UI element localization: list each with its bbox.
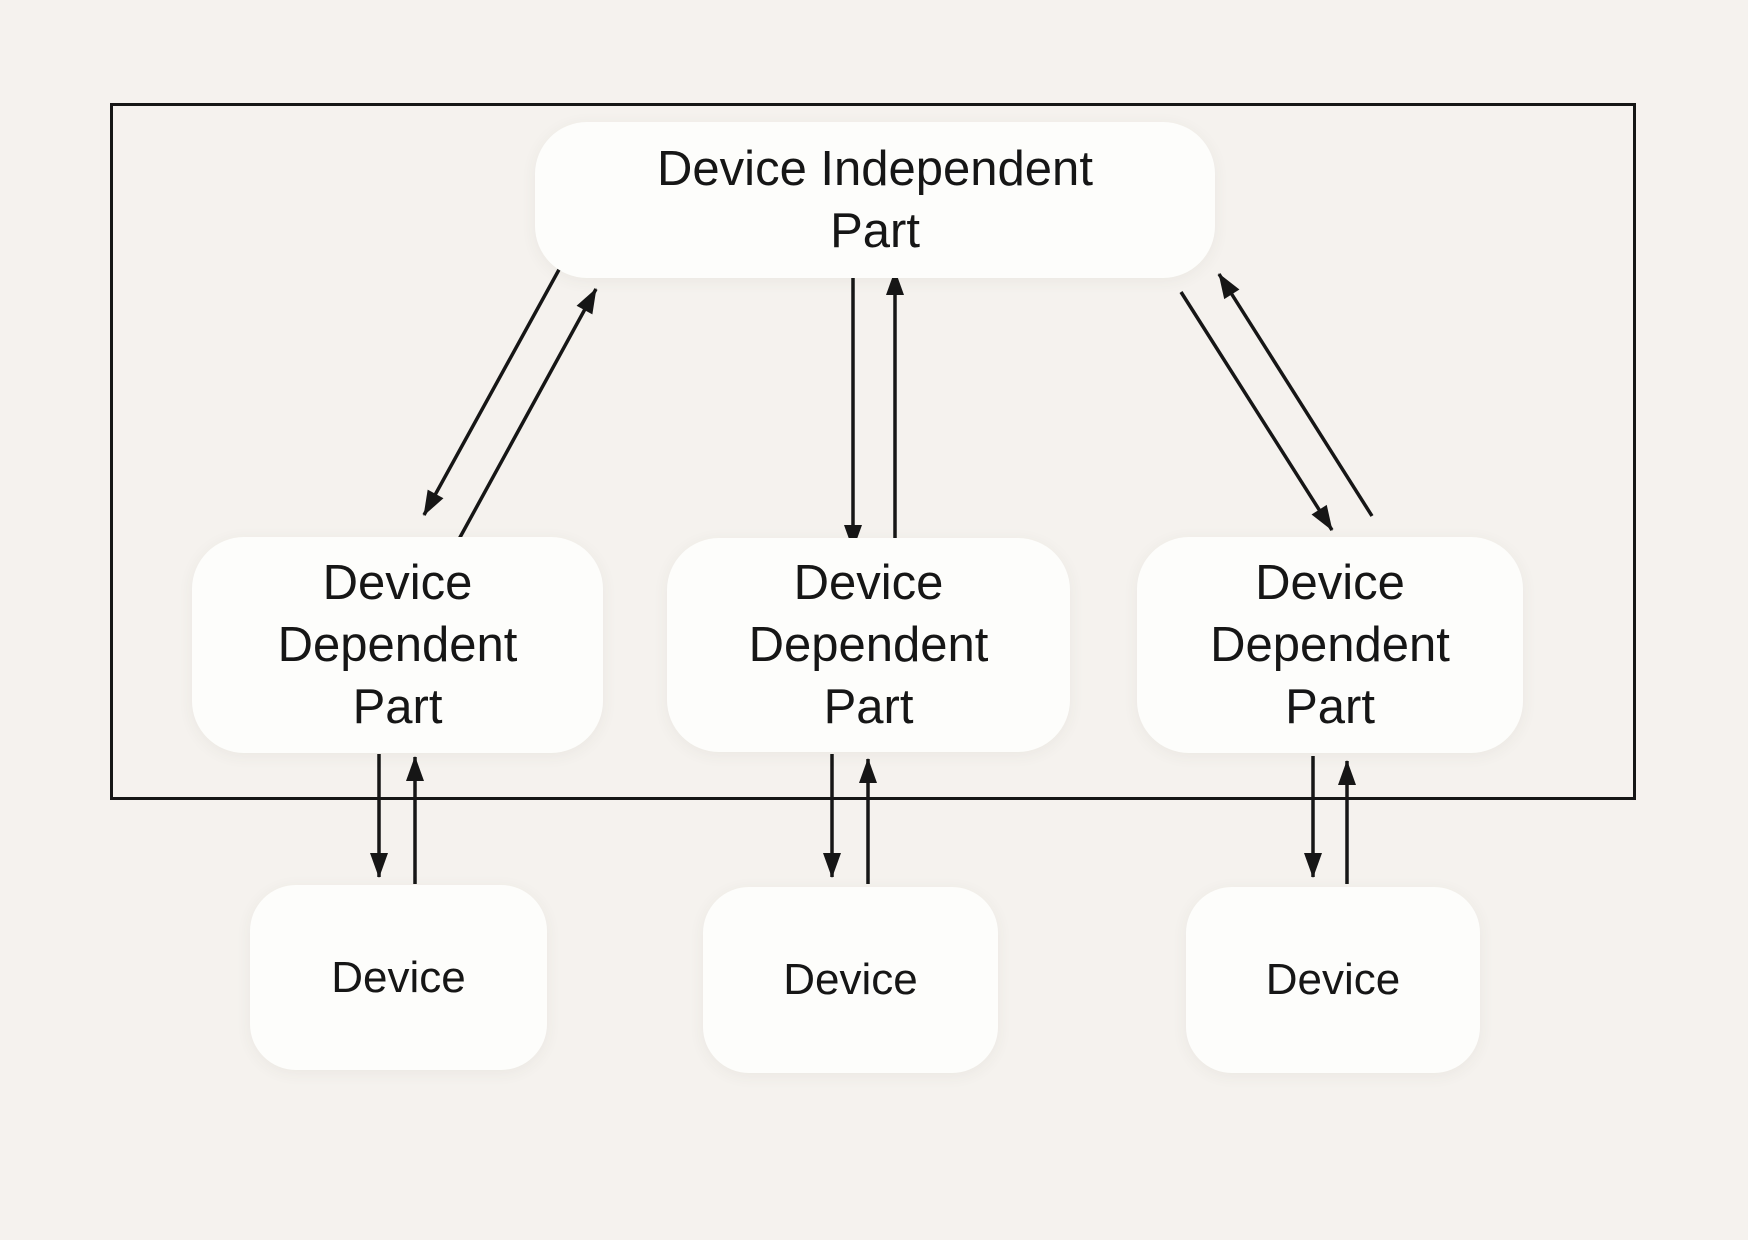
- node-device-middle: Device: [703, 887, 998, 1073]
- node-device-independent-part: Device Independent Part: [535, 122, 1215, 278]
- node-label-line: Device: [1265, 955, 1401, 1004]
- node-label-line: Device: [331, 952, 466, 1002]
- node-label-line: Device: [783, 955, 918, 1004]
- node-device-right: Device: [1186, 887, 1480, 1073]
- node-device-dependent-part-right: Device Dependent Part: [1137, 537, 1523, 753]
- node-label-line: Part: [1285, 680, 1375, 734]
- node-device-dependent-part-left: Device Dependent Part: [192, 537, 603, 753]
- node-label-line: Device: [322, 556, 473, 610]
- node-label-line: Dependent: [1210, 618, 1450, 672]
- node-device-dependent-part-middle: Device Dependent Part: [667, 538, 1070, 752]
- node-device-left: Device: [250, 885, 547, 1070]
- node-label-line: Dependent: [748, 618, 989, 672]
- node-label-line: Device Independent: [657, 142, 1093, 196]
- node-label-line: Dependent: [277, 618, 518, 672]
- node-label-line: Device: [793, 556, 944, 610]
- node-label-line: Part: [352, 680, 443, 734]
- node-label-line: Part: [830, 204, 920, 258]
- node-label-line: Part: [823, 680, 914, 734]
- node-label-line: Device: [1255, 556, 1405, 610]
- system-boundary-rectangle: [110, 103, 1636, 800]
